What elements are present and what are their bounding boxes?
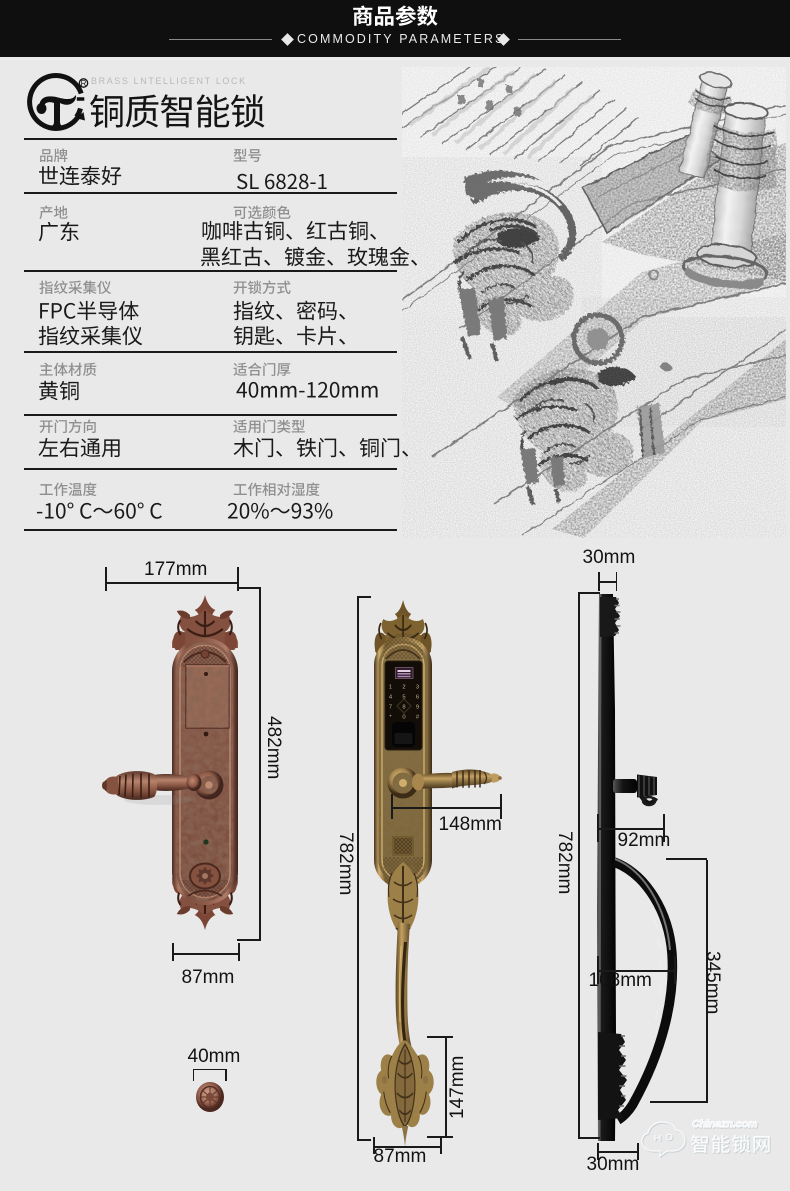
svg-text:9: 9: [416, 705, 419, 711]
svg-text:3: 3: [416, 685, 419, 691]
svg-text:R: R: [81, 79, 87, 88]
svg-text:Chinazn.com: Chinazn.com: [693, 1119, 758, 1131]
svg-text:0: 0: [402, 715, 405, 721]
svg-text:2: 2: [402, 685, 405, 691]
svg-text:8: 8: [402, 705, 405, 711]
svg-text:7: 7: [389, 705, 392, 711]
svg-text:4: 4: [389, 695, 393, 701]
svg-text:6: 6: [416, 695, 419, 701]
svg-text:1: 1: [389, 685, 392, 691]
svg-text:Chinazn.com: Chinazn.com: [692, 1118, 757, 1130]
svg-text:5: 5: [402, 695, 405, 701]
svg-text:*: *: [389, 715, 392, 721]
svg-text:#: #: [416, 715, 420, 721]
